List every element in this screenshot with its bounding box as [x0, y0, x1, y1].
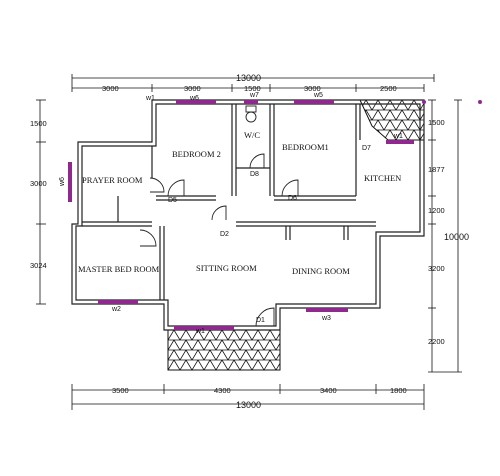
front-porch-hatch [167, 329, 281, 371]
room-label-dining: DINING ROOM [292, 266, 350, 276]
bottom-dim-seg-1: 3500 [112, 386, 129, 395]
window-w6 [68, 162, 72, 202]
door-tag-d5: D5 [168, 197, 177, 204]
exterior-walls [71, 99, 425, 331]
window-w3 [306, 308, 348, 312]
door-swings [139, 153, 299, 327]
bottom-overall-dimension: 13000 [236, 400, 261, 410]
bottom-dim-seg-2: 4300 [214, 386, 231, 395]
window-w5 [176, 100, 216, 104]
window-tag-w3: w3 [321, 315, 331, 322]
room-label-master: MASTER BED ROOM [78, 264, 160, 274]
room-label-bedroom1: BEDROOM1 [282, 142, 329, 152]
window-tag-w7: w7 [249, 92, 259, 99]
window-w1-kitchen [386, 140, 414, 144]
right-dim-seg-4: 3200 [428, 264, 445, 273]
right-dim-seg-2: 1877 [428, 165, 445, 174]
door-tag-d8: D8 [250, 171, 259, 178]
window-w4 [294, 100, 334, 104]
left-dim-seg-1: 1500 [30, 119, 47, 128]
kitchen-corner-hatch [359, 99, 425, 141]
left-dim-seg-3: 3024 [30, 261, 47, 270]
window-marker-a [422, 100, 426, 104]
bottom-dimensions [71, 384, 425, 410]
door-tag-d6: D6 [288, 195, 297, 202]
left-dimensions [36, 99, 46, 305]
window-tag-w5: w6 [189, 95, 199, 102]
door-tag-d1: D1 [256, 317, 265, 324]
right-dim-seg-5: 2200 [428, 337, 445, 346]
door-tag-d2: D2 [220, 231, 229, 238]
window-marker-b [478, 100, 482, 104]
room-label-kitchen: KITCHEN [364, 173, 401, 183]
window-tag-w1-front: w1 [195, 328, 205, 335]
right-dimensions [428, 99, 462, 373]
left-dim-seg-2: 3000 [30, 179, 47, 188]
window-tag-w4: w5 [313, 92, 323, 99]
right-dim-seg-3: 1200 [428, 206, 445, 215]
top-dimensions [71, 74, 435, 92]
right-dim-seg-1: 1500 [428, 118, 445, 127]
room-label-wc: W/C [244, 130, 260, 140]
wc-fixture-icon [245, 105, 257, 123]
window-tag-w1-top: w1 [145, 95, 155, 102]
interior-walls [82, 104, 376, 300]
window-tag-w6: w6 [59, 177, 66, 187]
room-label-sitting: SITTING ROOM [196, 263, 257, 273]
bottom-dim-seg-3: 3400 [320, 386, 337, 395]
top-dim-seg-2: 3000 [184, 84, 201, 93]
window-tag-w2: w2 [111, 306, 121, 313]
window-w2 [98, 300, 138, 304]
top-overall-dimension: 13000 [236, 73, 261, 83]
top-dim-seg-3: 1500 [244, 84, 261, 93]
windows [68, 100, 482, 330]
top-dim-seg-1: 3000 [102, 84, 119, 93]
top-dim-seg-4: 3000 [304, 84, 321, 93]
window-w7 [244, 100, 258, 104]
bottom-dim-seg-4: 1800 [390, 386, 407, 395]
window-tag-w1-kitchen: w1 [393, 133, 403, 140]
top-dim-seg-5: 2500 [380, 84, 397, 93]
room-label-prayer: PRAYER ROOM [82, 175, 143, 185]
window-w1-front [174, 326, 234, 330]
door-tag-d7: D7 [362, 145, 371, 152]
room-label-bedroom2: BEDROOM 2 [172, 149, 221, 159]
right-overall-dimension: 10000 [444, 232, 469, 242]
